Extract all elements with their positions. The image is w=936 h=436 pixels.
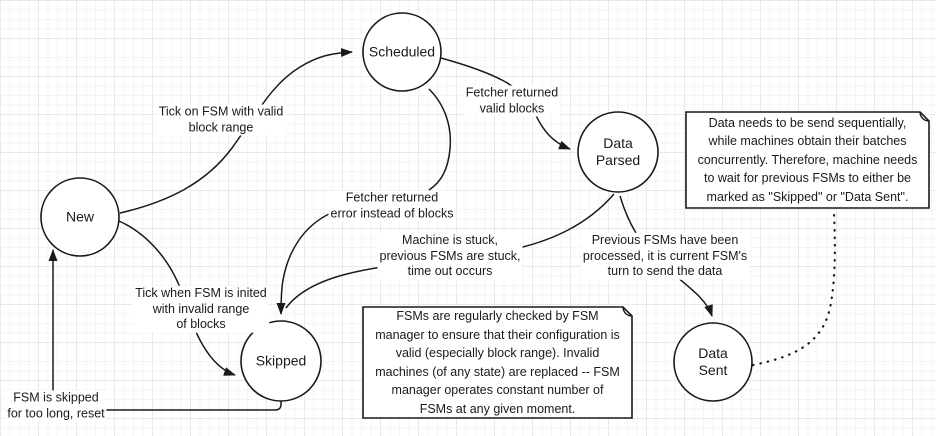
edge-scheduled-to-skipped-upper[interactable] [428, 88, 452, 191]
edge-label-machine-stuck: Machine is stuck, previous FSMs are stuc… [377, 232, 523, 280]
state-dataparsed-label: Data Parsed [595, 135, 641, 168]
note-manager-text: FSMs are regularly checked by FSM manage… [375, 309, 620, 416]
state-scheduled-label: Scheduled [368, 43, 436, 60]
dotted-connector-note-to-datasent[interactable] [751, 211, 836, 367]
state-new-circle[interactable] [40, 177, 120, 257]
state-datasent-circle[interactable] [673, 322, 753, 402]
state-dataparsed-circle[interactable] [577, 111, 659, 193]
edge-label-fetcher-error: Fetcher returned error instead of blocks [328, 190, 456, 222]
note-sequential-shape[interactable] [685, 111, 930, 209]
state-skipped-circle[interactable] [240, 320, 322, 402]
edge-label-tick-invalid: Tick when FSM is inited with invalid ran… [133, 285, 269, 333]
state-new-label: New [65, 208, 95, 225]
edge-label-previous-processed: Previous FSMs have been processed, it is… [580, 232, 750, 280]
edge-label-fetcher-valid: Fetcher returned valid blocks [463, 85, 561, 117]
state-scheduled-circle[interactable] [362, 12, 442, 92]
edge-scheduled-to-skipped-lower[interactable] [276, 212, 332, 315]
state-skipped-label: Skipped [255, 352, 307, 369]
edge-label-tick-valid: Tick on FSM with valid block range [156, 104, 286, 136]
note-sequential-text: Data needs to be send sequentially, whil… [697, 115, 918, 204]
edge-label-skip-reset: FSM is skipped for too long, reset [5, 390, 107, 422]
state-datasent-label: Data Sent [698, 345, 728, 378]
note-manager-shape[interactable] [362, 306, 633, 419]
